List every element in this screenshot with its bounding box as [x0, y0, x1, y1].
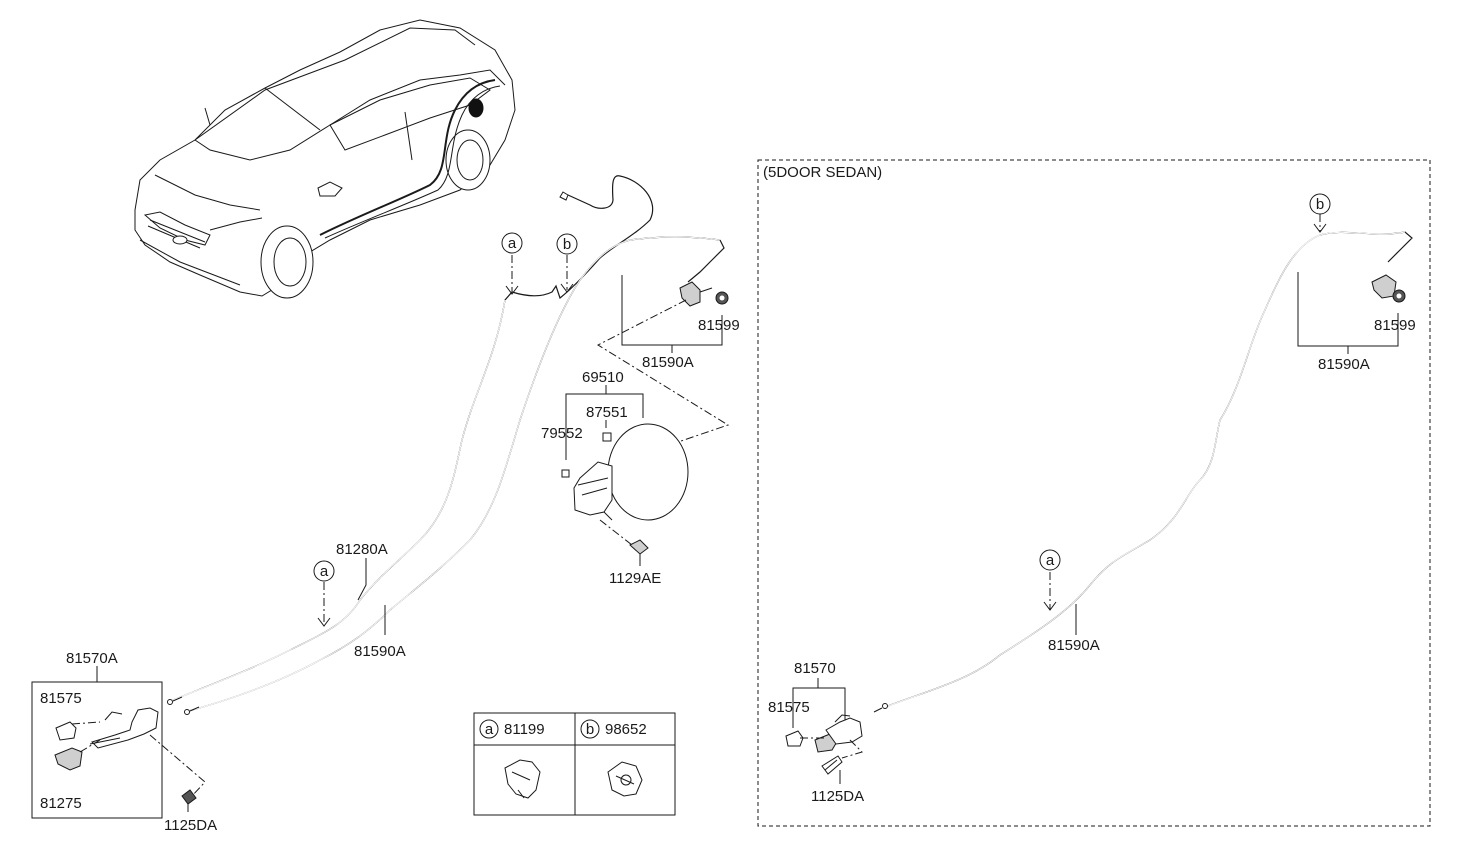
- callout-b-top: b: [556, 233, 578, 255]
- label-1125DA: 1125DA: [164, 817, 217, 834]
- svg-text:a: a: [320, 563, 329, 580]
- label-81590A-top: 81590A: [642, 354, 694, 371]
- sedan-title: (5DOOR SEDAN): [763, 164, 882, 181]
- svg-text:a: a: [1046, 552, 1055, 569]
- sedan-label-81590A-top: 81590A: [1318, 356, 1370, 373]
- sedan-label-81570: 81570: [794, 660, 836, 677]
- label-87551: 87551: [586, 404, 628, 421]
- svg-text:b: b: [586, 721, 594, 738]
- sedan-label-81599: 81599: [1374, 317, 1416, 334]
- label-81599: 81599: [698, 317, 740, 334]
- legend-code-98652: 98652: [605, 721, 647, 738]
- callout-a-left: a: [313, 560, 335, 582]
- main-cable-assembly: [31, 175, 730, 819]
- sedan-label-81590A-mid: 81590A: [1048, 637, 1100, 654]
- sedan-cable-81590A: [887, 231, 1413, 707]
- label-69510: 69510: [582, 369, 624, 386]
- label-81575: 81575: [40, 690, 82, 707]
- sedan-label-1125DA: 1125DA: [811, 788, 864, 805]
- car-illustration: [134, 19, 516, 299]
- svg-text:a: a: [485, 721, 494, 738]
- callout-b-sedan: b: [1309, 193, 1331, 215]
- sedan-label-81575: 81575: [768, 699, 810, 716]
- label-81275: 81275: [40, 795, 82, 812]
- label-81280A: 81280A: [336, 541, 388, 558]
- callout-a-legend: a: [479, 719, 499, 739]
- callout-a-top: a: [501, 232, 523, 254]
- fuel-lid-assembly: [561, 385, 689, 566]
- svg-text:b: b: [563, 236, 571, 253]
- callout-b-legend: b: [580, 719, 600, 739]
- legend-code-81199: 81199: [504, 721, 545, 738]
- legend-table: [473, 712, 676, 816]
- label-1129AE: 1129AE: [609, 570, 661, 587]
- label-81590A-bottom: 81590A: [354, 643, 406, 660]
- svg-text:b: b: [1316, 196, 1324, 213]
- sedan-panel: [757, 159, 1431, 827]
- callout-a-sedan: a: [1039, 549, 1061, 571]
- clip-98652-icon: [607, 761, 643, 797]
- svg-text:a: a: [508, 235, 517, 252]
- label-81570A: 81570A: [66, 650, 118, 667]
- label-79552: 79552: [541, 425, 583, 442]
- clip-81199-icon: [504, 759, 541, 799]
